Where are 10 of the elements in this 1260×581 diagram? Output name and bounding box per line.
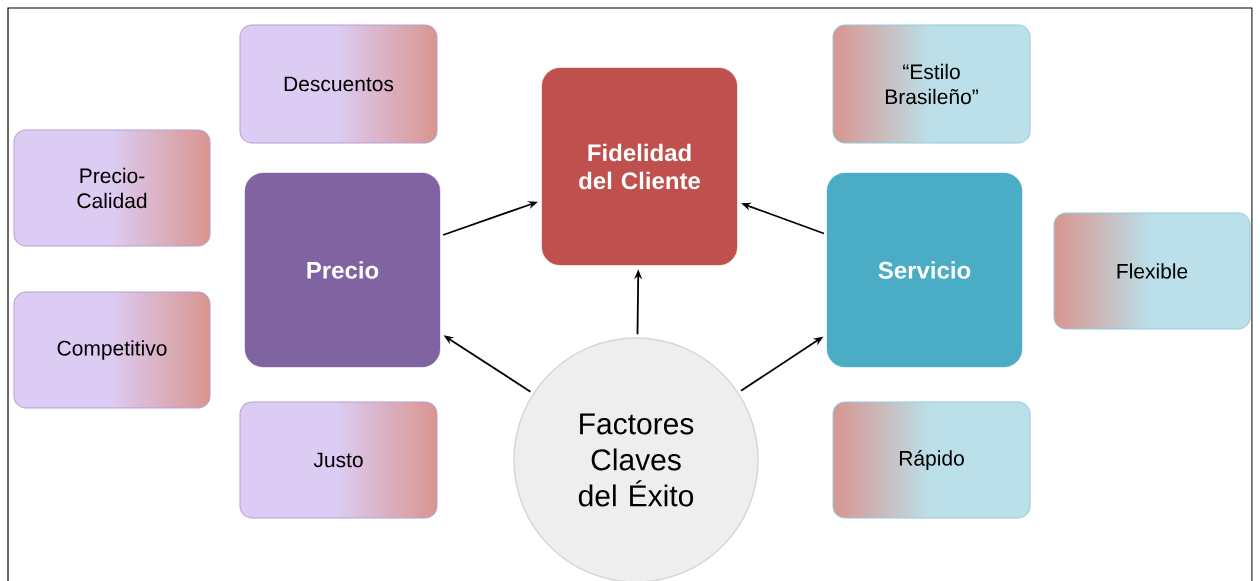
- attribute-box: Rápido: [832, 401, 1031, 519]
- attribute-box: Flexible: [1053, 212, 1251, 330]
- attribute-box: “Estilo Brasileño”: [832, 24, 1031, 144]
- attribute-box: Justo: [239, 401, 438, 519]
- attribute-box: Competitivo: [13, 291, 211, 409]
- attribute-box: Precio-Calidad: [13, 129, 211, 247]
- attribute-box: Descuentos: [239, 24, 438, 144]
- goal-box: Fidelidad del Cliente: [541, 67, 738, 266]
- factor-box: Precio: [244, 172, 441, 368]
- factor-box: Servicio: [826, 172, 1023, 368]
